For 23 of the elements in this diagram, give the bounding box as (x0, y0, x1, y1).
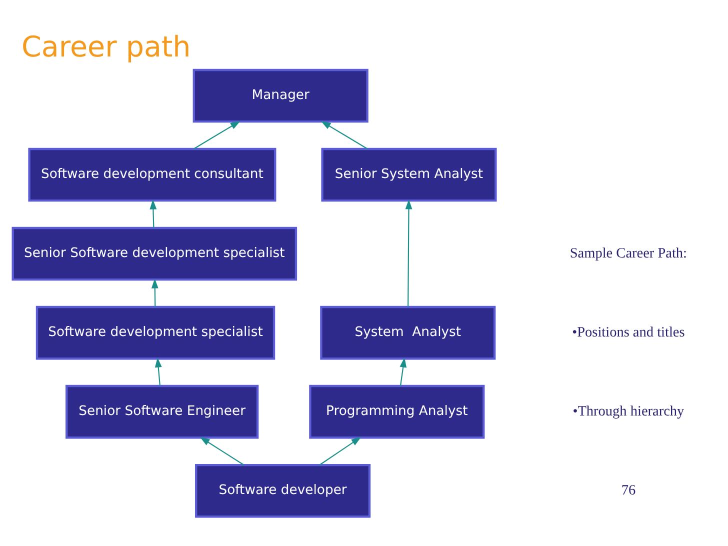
node-box: Programming Analyst (309, 384, 485, 439)
node-box: System Analyst (320, 306, 496, 360)
arrow (405, 199, 412, 308)
arrow (151, 278, 158, 307)
label: •Through hierarchy (572, 404, 684, 420)
label: •Positions and titles (572, 324, 685, 341)
arrow (320, 120, 368, 150)
node-box: Senior Software development specialist (12, 226, 298, 281)
arrow (154, 357, 162, 386)
node-box: Senior System Analyst (321, 148, 497, 202)
node-box: Software development consultant (28, 148, 276, 202)
node-box: Software development specialist (36, 306, 276, 360)
node-box: Software developer (195, 464, 371, 518)
label: Sample Career Path: (570, 246, 688, 262)
node-box: Manager (192, 68, 368, 123)
node-box: Senior Software Engineer (66, 384, 259, 439)
arrow (319, 436, 362, 466)
arrow (400, 357, 407, 386)
arrow (200, 436, 244, 466)
label: 76 (621, 482, 636, 499)
arrow (193, 120, 240, 150)
diagram-title: Career path (22, 30, 191, 64)
arrow (150, 199, 157, 228)
